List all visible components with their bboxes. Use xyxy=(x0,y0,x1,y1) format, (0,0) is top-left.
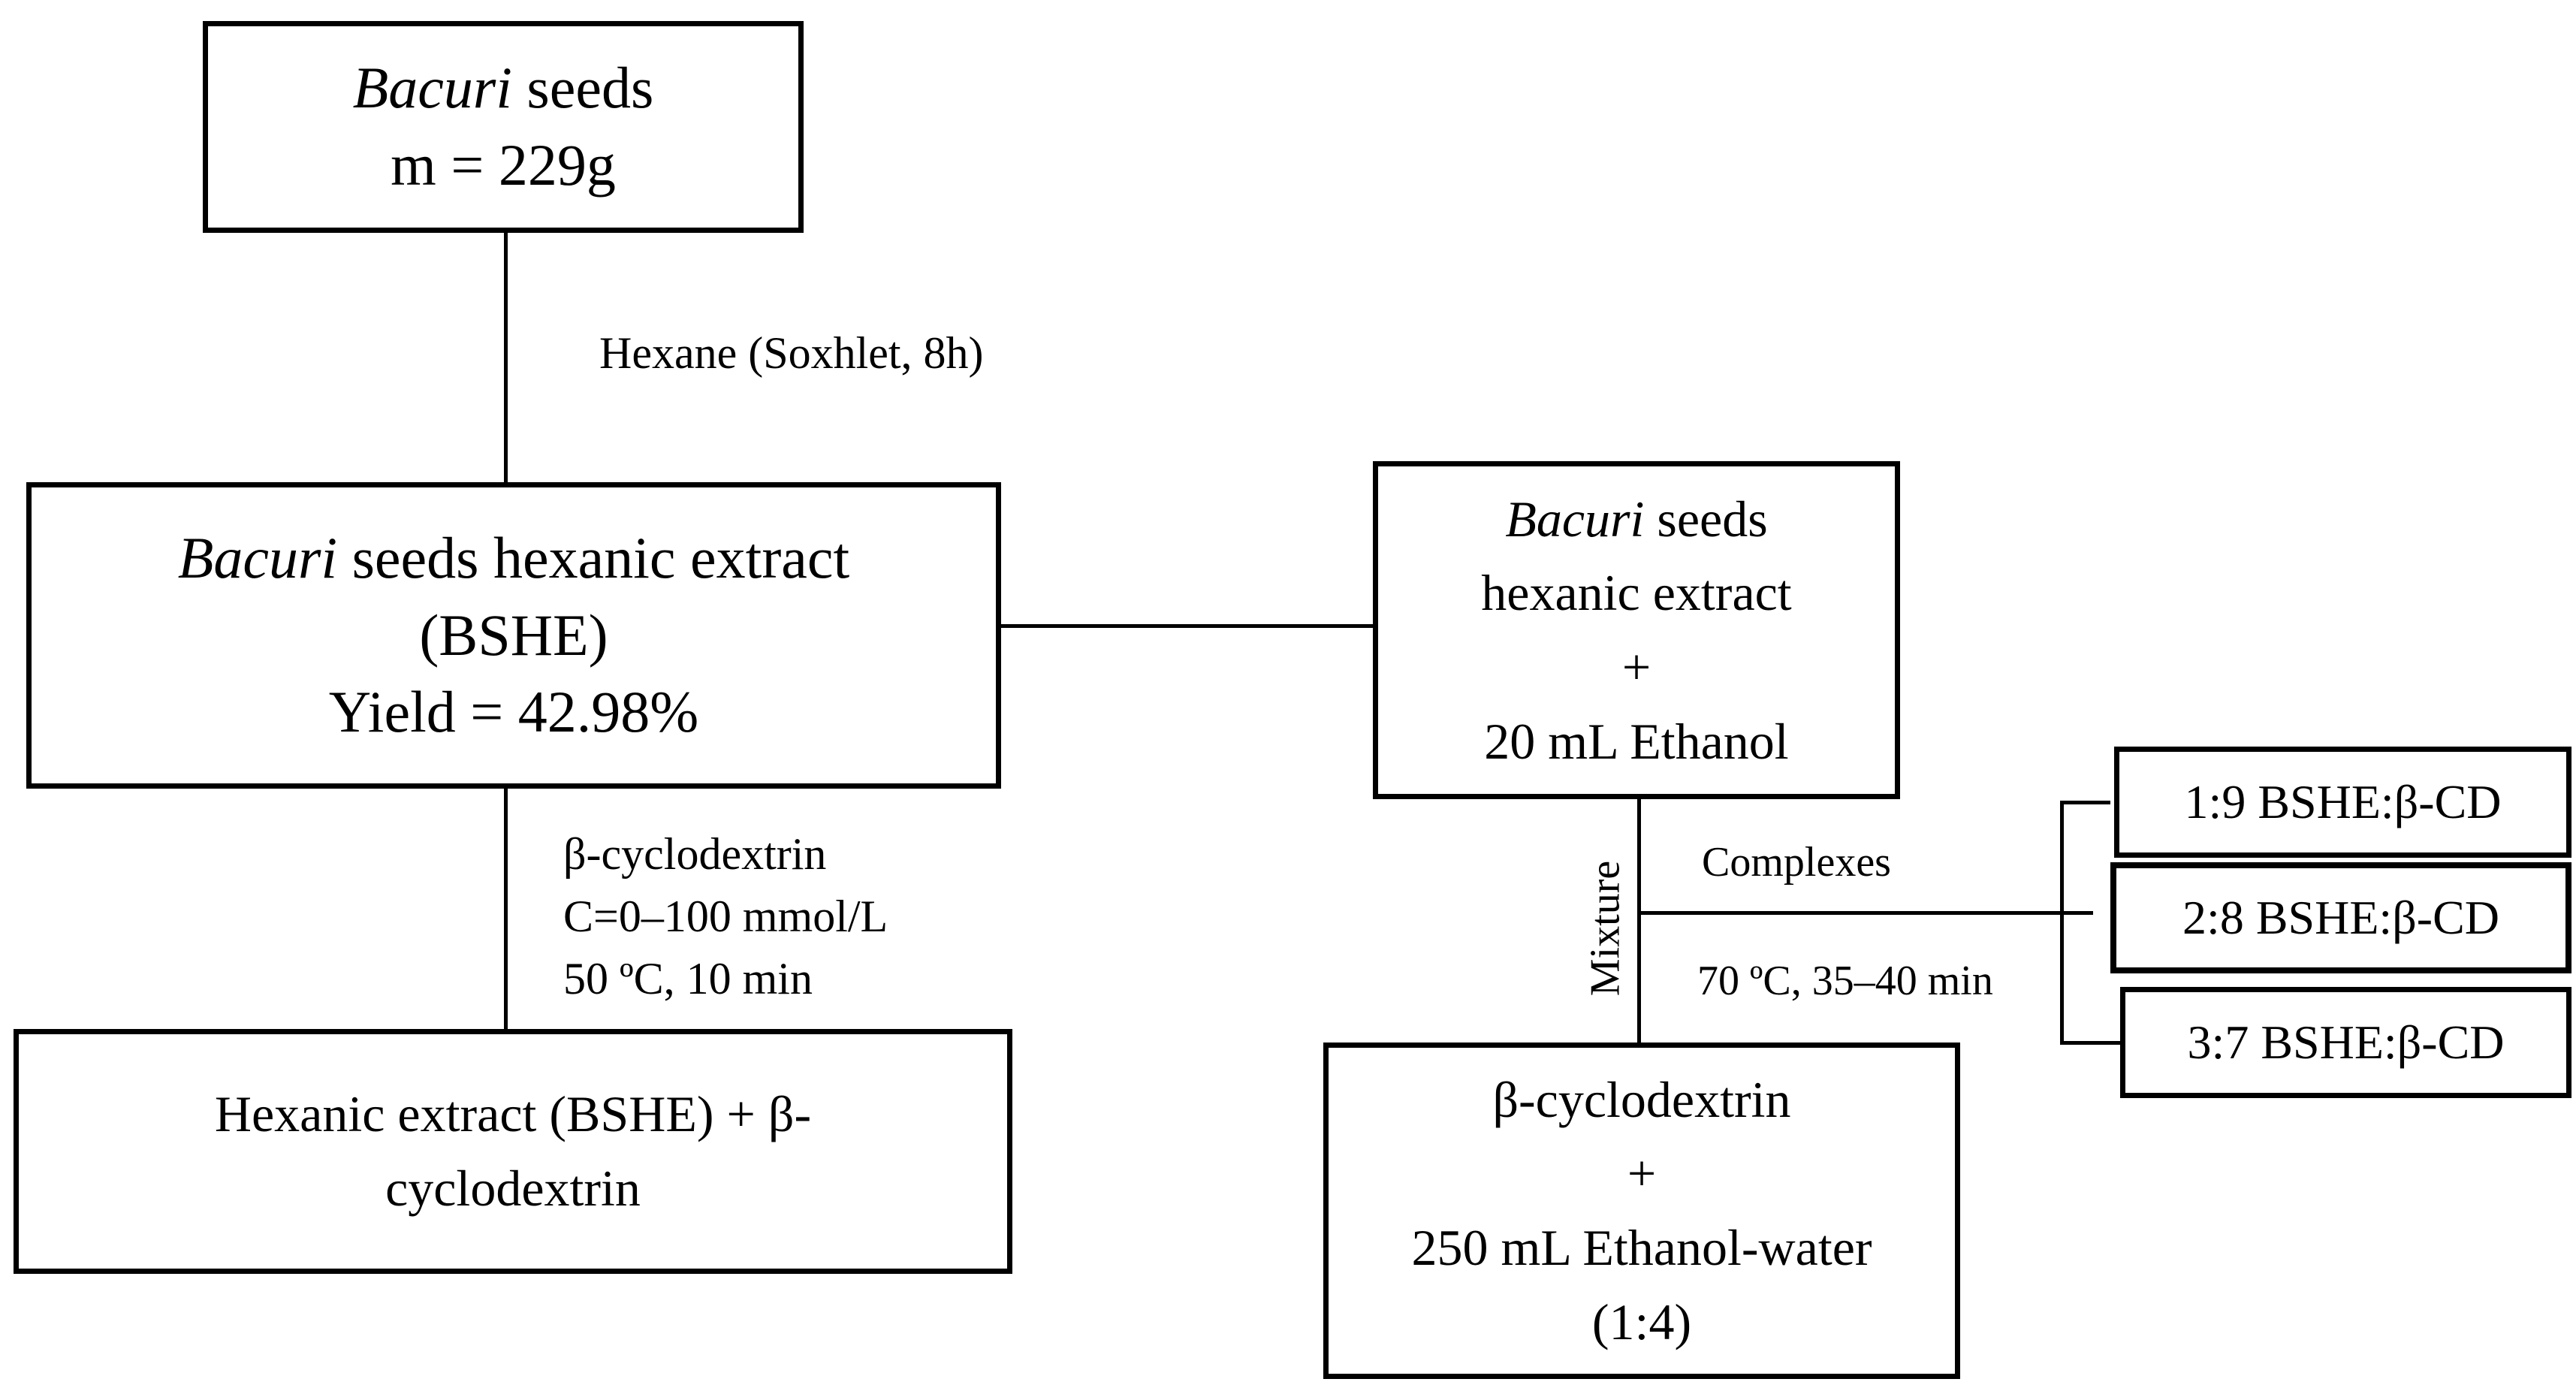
product-left-line1: Hexanic extract (BSHE) + β- xyxy=(214,1085,812,1143)
connector-to-complexes xyxy=(1639,911,2093,915)
conditions-left-reagent: β-cyclodextrin xyxy=(563,829,827,879)
connector-seeds-to-bshe xyxy=(504,231,508,485)
bcd-solution-line1: β-cyclodextrin xyxy=(1492,1070,1791,1128)
extract-ethanol-line2: hexanic extract xyxy=(1481,564,1792,622)
step-hexane-label: Hexane (Soxhlet, 8h) xyxy=(599,328,984,378)
bracket-vertical xyxy=(2060,801,2064,1045)
box-bshe: Bacuri seeds hexanic extract (BSHE) Yiel… xyxy=(26,482,1001,789)
seeds-name: Bacuri seeds xyxy=(352,55,654,121)
bshe-yield: Yield = 42.98% xyxy=(328,679,699,745)
connector-ethanol-to-bcd xyxy=(1637,796,1641,1046)
conditions-left-concentration: C=0–100 mmol/L xyxy=(563,891,888,941)
box-bcd-solution: β-cyclodextrin + 250 mL Ethanol-water (1… xyxy=(1323,1043,1960,1379)
bracket-arm-3 xyxy=(2060,1041,2120,1045)
connector-bshe-to-product xyxy=(504,786,508,1032)
label-complexes: Complexes xyxy=(1702,839,1891,886)
box-extract-ethanol: Bacuri seeds hexanic extract + 20 mL Eth… xyxy=(1373,461,1900,799)
bshe-abbrev: (BSHE) xyxy=(419,602,608,668)
conditions-left-temperature: 50 ºC, 10 min xyxy=(563,953,813,1003)
bracket-arm-1 xyxy=(2060,801,2110,804)
extract-ethanol-line4: 20 mL Ethanol xyxy=(1484,712,1789,770)
bcd-solution-plus: + xyxy=(1627,1145,1657,1202)
box-bacuri-seeds: Bacuri seeds m = 229g xyxy=(203,21,804,233)
conditions-left: β-cyclodextrin C=0–100 mmol/L 50 ºC, 10 … xyxy=(563,823,888,1009)
box-product-left: Hexanic extract (BSHE) + β- cyclodextrin xyxy=(14,1029,1012,1274)
ratio-label-2: 2:8 BSHE:β-CD xyxy=(2182,891,2499,944)
extract-ethanol-plus: + xyxy=(1621,638,1651,696)
ratio-label-3: 3:7 BSHE:β-CD xyxy=(2187,1015,2505,1069)
extract-ethanol-line1: Bacuri seeds xyxy=(1505,490,1768,548)
ratio-label-1: 1:9 BSHE:β-CD xyxy=(2184,775,2502,828)
bshe-title: Bacuri seeds hexanic extract xyxy=(177,524,850,590)
conditions-right: 70 ºC, 35–40 min xyxy=(1697,958,1993,1004)
product-left-line2: cyclodextrin xyxy=(385,1160,641,1217)
ratio-box-1: 1:9 BSHE:β-CD xyxy=(2114,747,2571,858)
ratio-box-3: 3:7 BSHE:β-CD xyxy=(2120,987,2571,1098)
bcd-solution-line4: (1:4) xyxy=(1591,1293,1692,1350)
ratio-box-2: 2:8 BSHE:β-CD xyxy=(2110,862,2571,973)
seeds-mass: m = 229g xyxy=(391,132,616,198)
label-mixture: Mixture xyxy=(1582,860,1629,997)
bcd-solution-line3: 250 mL Ethanol-water xyxy=(1411,1219,1872,1276)
connector-bshe-to-ethanol xyxy=(997,624,1376,628)
